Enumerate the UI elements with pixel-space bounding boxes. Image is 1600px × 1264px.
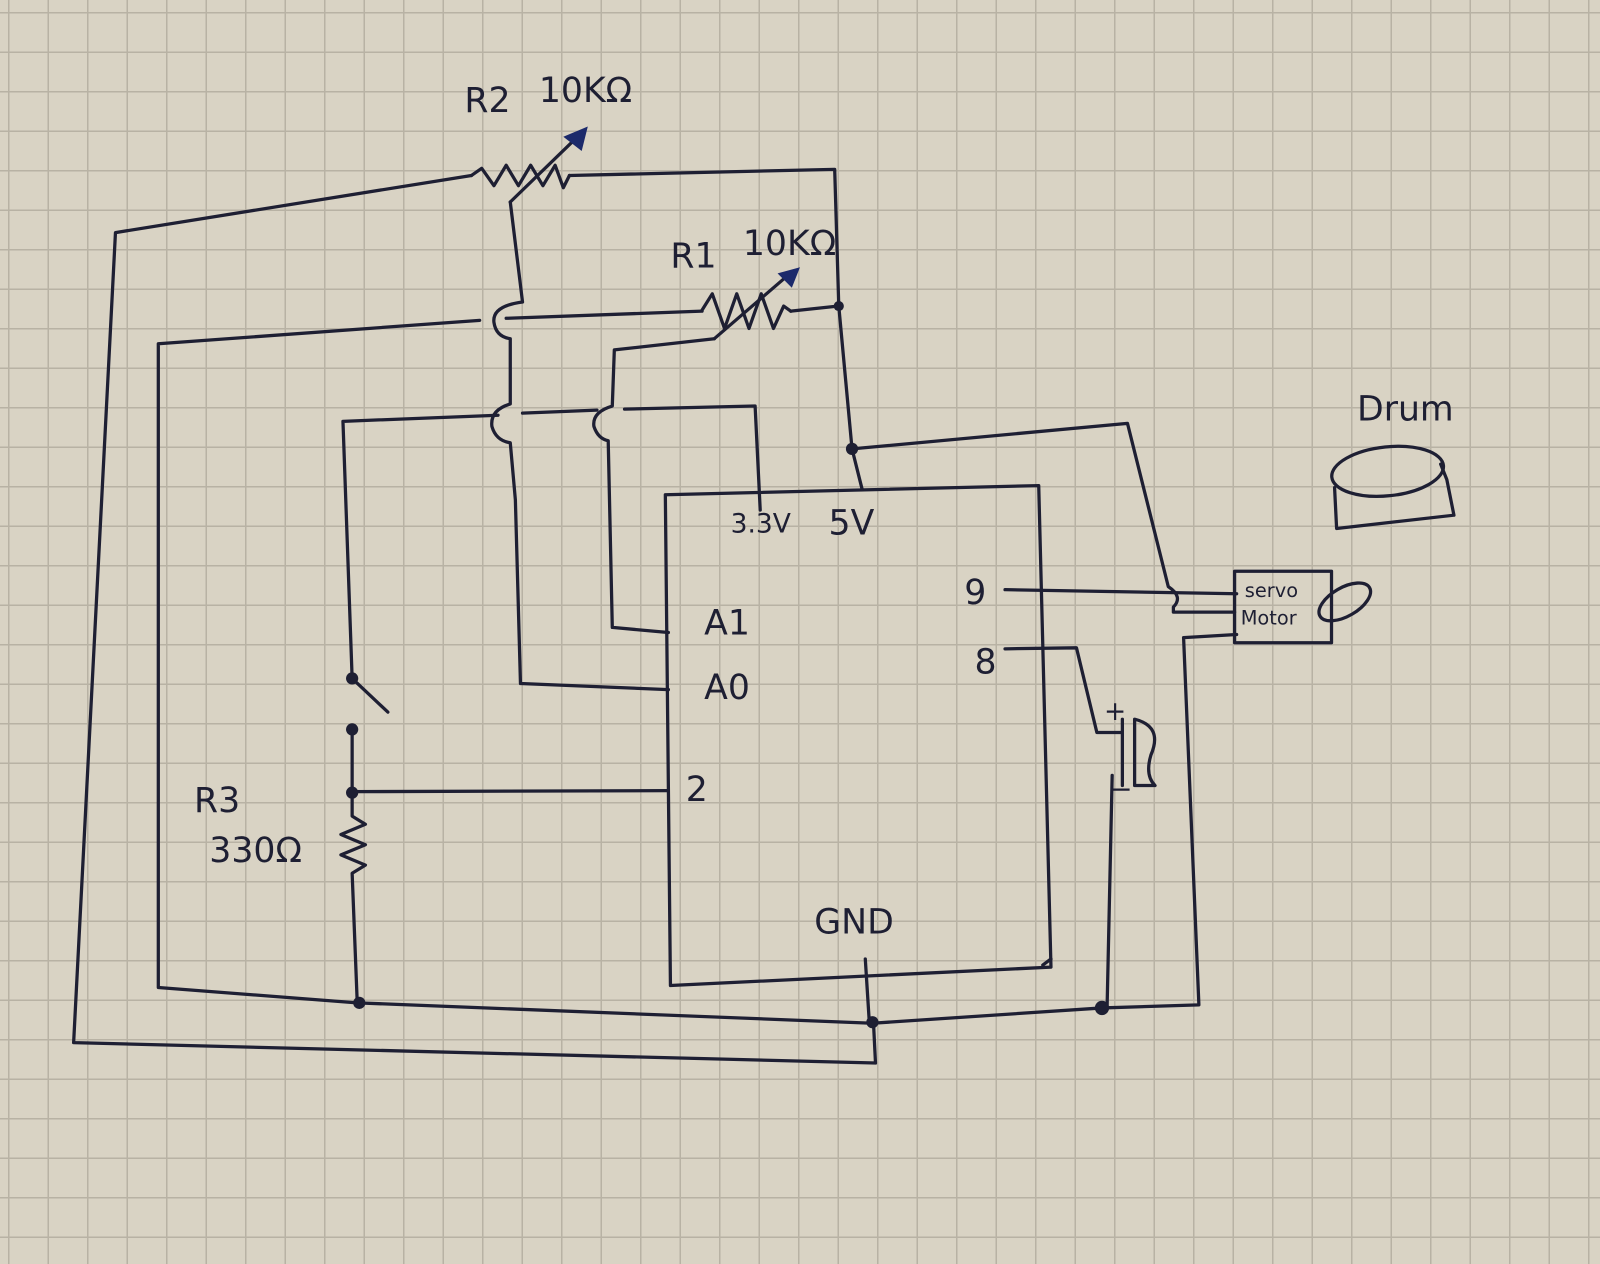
r1-resistor [700,292,793,331]
pin-8-label: 8 [974,642,996,682]
servo-motor-box [1232,569,1334,645]
wire-gnd-pin [863,957,872,1025]
buzzer-minus-label: − [1110,774,1132,805]
r3-resistor [339,792,368,1005]
drum-icon [1330,444,1456,531]
pin-gnd-label: GND [814,902,894,942]
r2-arrow-icon [563,126,588,151]
buzzer-plus-label: + [1104,696,1126,727]
wire-r1-wiper-to-a1 [592,337,716,635]
servo-label-line1: servo [1245,579,1298,602]
wire-pin2 [350,789,671,794]
arduino-board [663,483,1053,988]
wire-r2-wiper-to-a0 [490,200,671,692]
buzzer [1120,717,1157,788]
r2-value: 10KΩ [539,71,632,111]
r2-resistor [469,163,572,190]
r2-label: R2 [464,81,510,121]
pin-5v-label: 5V [829,504,875,544]
wire-r2-left [72,173,878,1065]
servo-label-line2: Motor [1241,606,1297,629]
wire-pin9 [1003,588,1239,596]
wire-pin8-to-buzzer [1003,646,1125,735]
pin-a0-label: A0 [704,668,750,708]
push-switch [350,676,390,714]
r3-label: R3 [194,781,240,821]
wire-3v3-to-switch [341,404,762,681]
pin-a1-label: A1 [704,604,750,644]
pin-3v3-label: 3.3V [731,509,791,540]
wire-5v-to-servo [850,421,1237,614]
wire-r1-left-gnd [156,309,704,1005]
wire-buzzer-to-gnd [1105,773,1114,1010]
pin-2-label: 2 [686,770,708,810]
r3-value: 330Ω [209,831,302,871]
r2-wiper-arrow-line [508,136,579,204]
r1-wiper-arrow-line [712,273,790,341]
r1-value: 10KΩ [743,224,836,264]
pin-9-label: 9 [964,573,986,613]
r1-label: R1 [670,236,716,276]
servo-horn [1317,581,1373,623]
wire-gnd-bus [355,632,1239,1025]
wire-r2-right-to-5v [567,167,864,492]
wire-board-right [1041,957,1053,967]
junction-dots [346,300,1110,1029]
drum-label: Drum [1357,389,1454,429]
wire-r1-right [789,304,841,313]
r1-arrow-icon [777,267,800,288]
